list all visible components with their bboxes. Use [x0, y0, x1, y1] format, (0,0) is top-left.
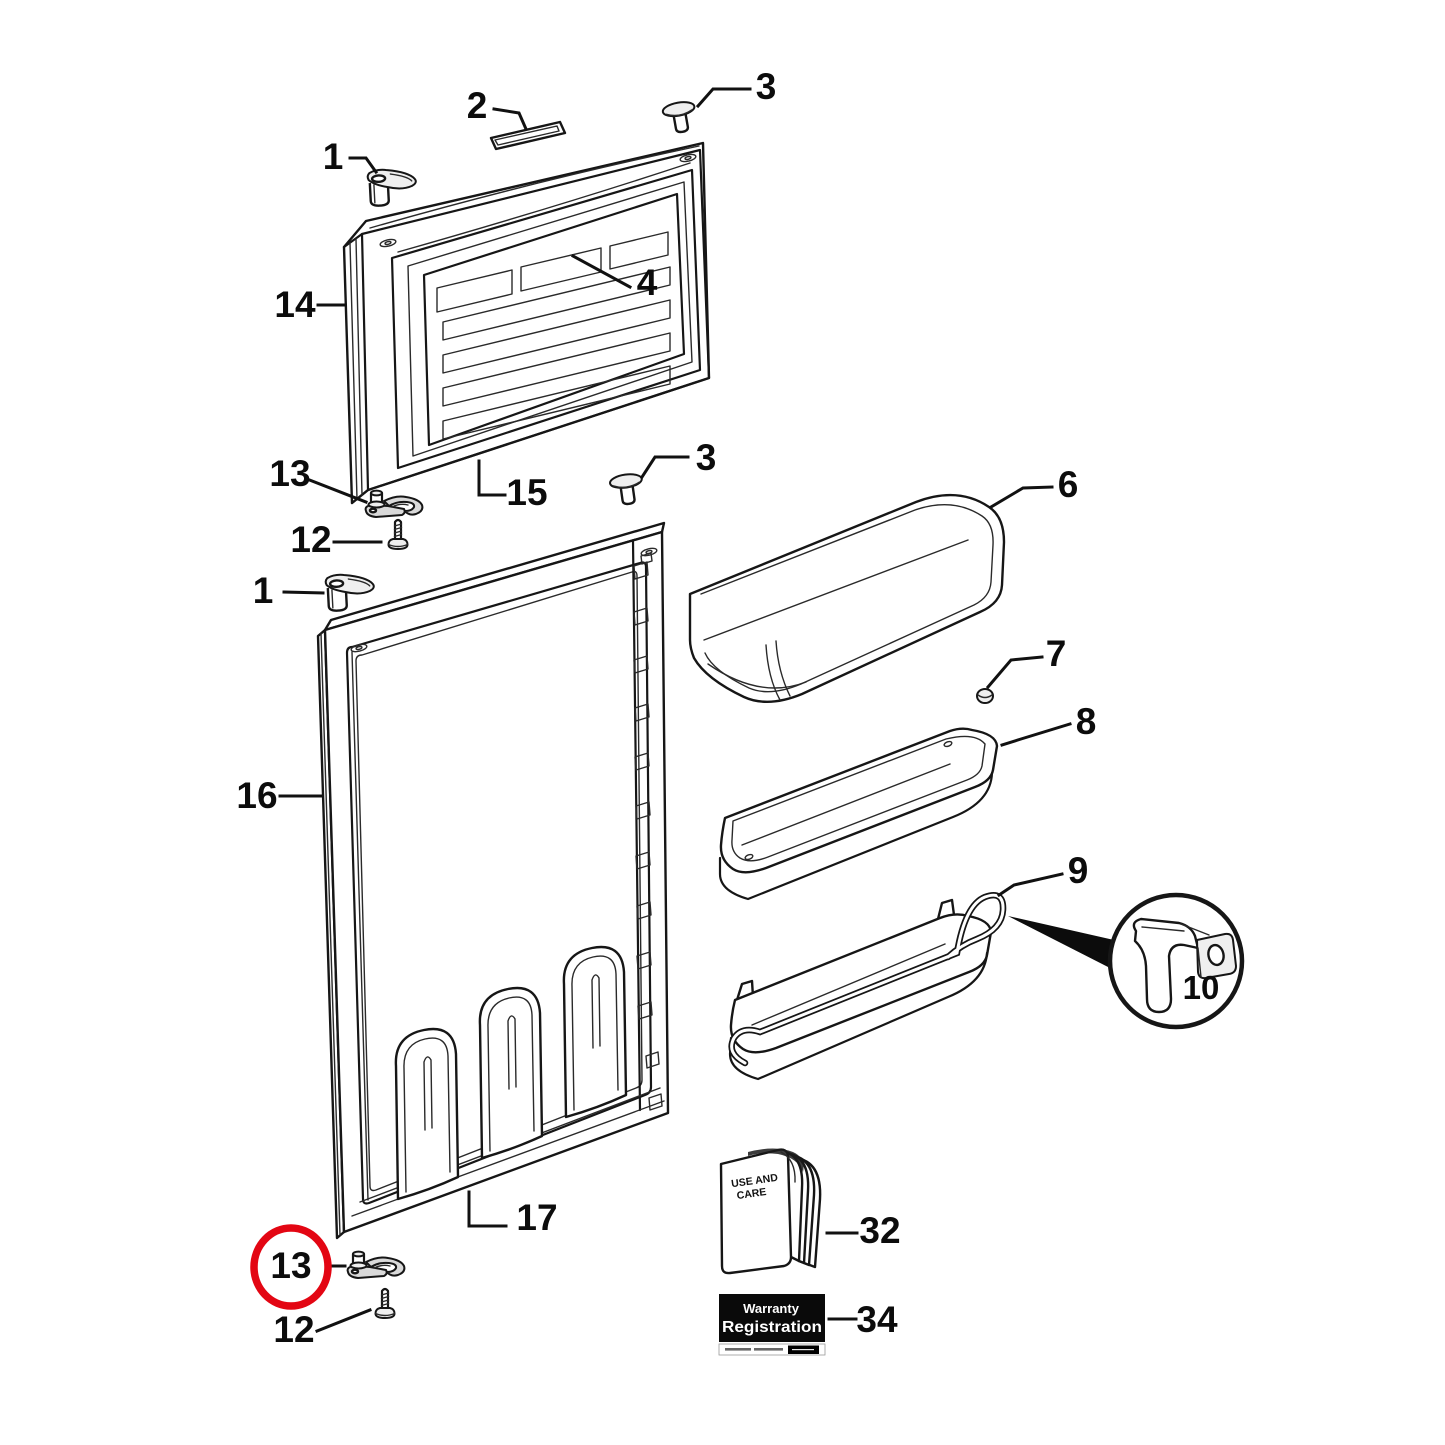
bottle-embossments — [394, 945, 628, 1201]
callout-labels: 1 2 3 4 14 13 15 3 12 1 6 7 8 16 9 10 17… — [236, 66, 1219, 1350]
callout-32: 32 — [859, 1210, 900, 1251]
warranty-registration-card: Warranty Registration — [718, 1294, 826, 1356]
callout-13-bottom: 13 — [270, 1245, 311, 1286]
door-shelf — [718, 727, 999, 901]
callout-7: 7 — [1046, 633, 1067, 674]
callout-16: 16 — [236, 775, 277, 816]
door-bin — [688, 493, 1006, 703]
callout-17: 17 — [516, 1197, 557, 1238]
wire-shelf — [728, 891, 1007, 1081]
detail-inset — [1008, 892, 1245, 1030]
hinge-cam-bottom — [346, 1250, 406, 1280]
hinge-cam-middle — [364, 489, 424, 519]
callout-12-bottom: 12 — [273, 1309, 314, 1350]
warranty-line2: Registration — [722, 1319, 822, 1336]
callout-9: 9 — [1068, 850, 1089, 891]
nameplate-trim — [489, 120, 567, 151]
screw-bottom — [374, 1287, 396, 1320]
hole-plug-middle — [607, 471, 647, 508]
wire-retainer — [728, 891, 1007, 1067]
fresh-food-door — [316, 521, 670, 1240]
callout-8: 8 — [1076, 701, 1097, 742]
fine-print-box-text-blur — [792, 1349, 814, 1351]
callout-10: 10 — [1183, 969, 1220, 1006]
screw-middle — [387, 518, 409, 551]
leader-lines — [278, 87, 1072, 1333]
freezer-door-screw-boss — [379, 153, 697, 248]
callout-34: 34 — [856, 1299, 898, 1340]
callout-4: 4 — [637, 262, 658, 303]
use-and-care-booklet: USE AND CARE — [719, 1148, 822, 1275]
callout-3-middle: 3 — [696, 437, 717, 478]
callout-15: 15 — [506, 472, 547, 513]
freezer-door — [342, 141, 711, 505]
callout-1-top: 1 — [323, 136, 344, 177]
hinge-pin-top — [366, 166, 419, 208]
red-highlight-circle — [250, 1224, 332, 1310]
hinge-pin-middle — [324, 571, 377, 613]
freezer-liner-slots — [436, 231, 671, 440]
callout-14: 14 — [274, 284, 316, 325]
hole-plug-top — [660, 98, 700, 136]
booklet-title-line2: CARE — [736, 1186, 767, 1202]
warranty-black-panel — [719, 1294, 825, 1342]
callout-13-middle: 13 — [269, 453, 310, 494]
detail-pointer-wedge — [1008, 916, 1114, 968]
callout-12-middle: 12 — [290, 519, 331, 560]
warranty-line1: Warranty — [743, 1301, 800, 1316]
retainer-clip-detail — [1132, 917, 1237, 1014]
callout-1-middle: 1 — [253, 570, 274, 611]
booklet-spine-shading — [748, 1148, 804, 1172]
callout-2: 2 — [467, 85, 488, 126]
fine-print-text-blur — [725, 1348, 751, 1351]
callout-3-top: 3 — [756, 66, 777, 107]
shelf-cap — [976, 688, 994, 704]
callout-6: 6 — [1058, 464, 1079, 505]
fine-print-text-blur — [754, 1348, 783, 1351]
